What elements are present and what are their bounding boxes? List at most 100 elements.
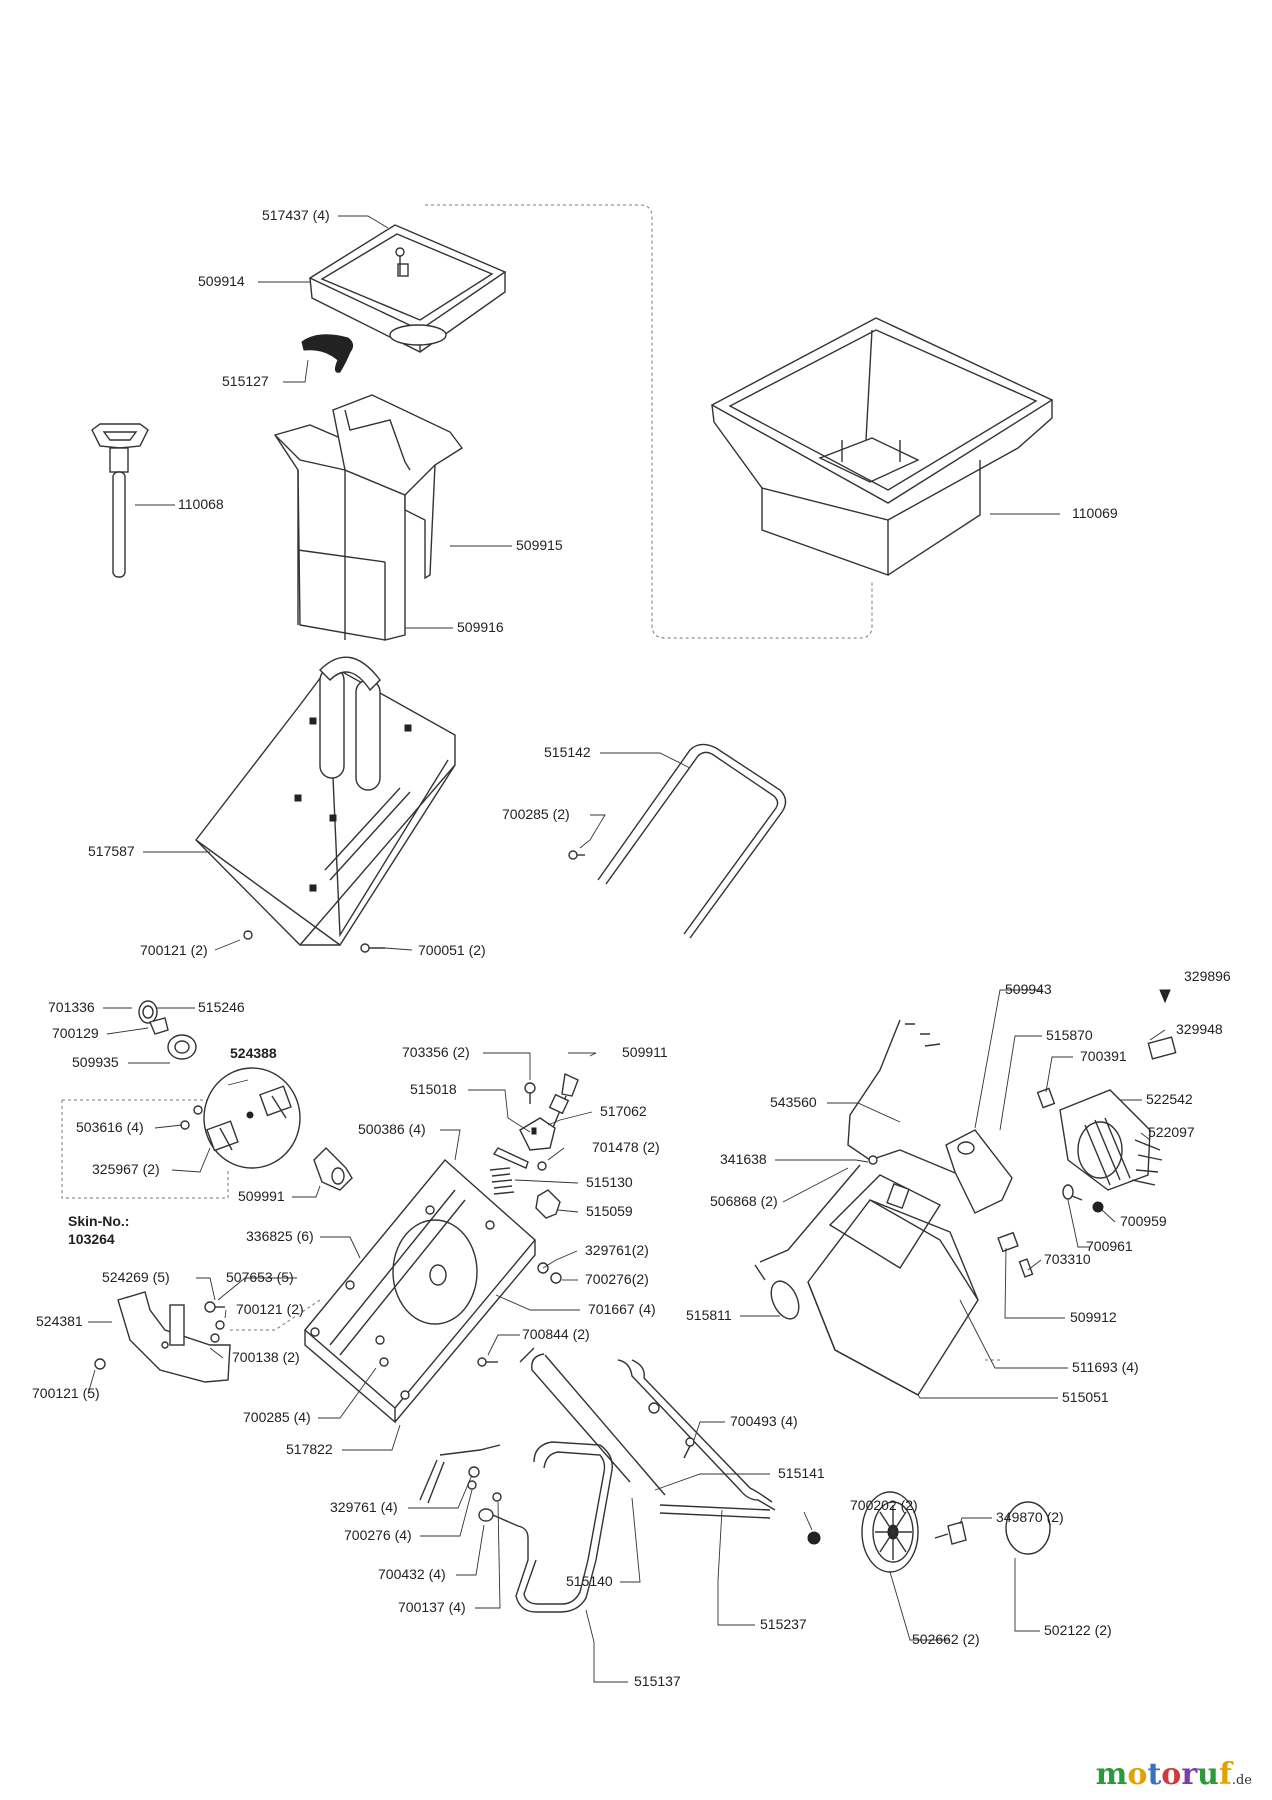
part-switch-509943	[945, 1129, 1013, 1214]
label-503616: 503616 (4)	[76, 1119, 144, 1135]
part-clip-515059	[535, 1189, 561, 1219]
label-515870: 515870	[1046, 1027, 1093, 1043]
label-509912: 509912	[1070, 1309, 1117, 1325]
label-515246: 515246	[198, 999, 245, 1015]
label-509991: 509991	[238, 1188, 285, 1204]
label-skin-no: Skin-No.:	[68, 1213, 129, 1229]
brand-letter: f	[1218, 1757, 1232, 1792]
label-502122: 502122 (2)	[1044, 1622, 1112, 1638]
label-701667: 701667 (4)	[588, 1301, 656, 1317]
label-511693: 511693 (4)	[1072, 1359, 1139, 1375]
part-nut-700121	[243, 930, 253, 940]
label-700493: 700493 (4)	[730, 1413, 798, 1429]
part-washer-700129	[149, 1017, 169, 1035]
part-clip-509912	[997, 1231, 1019, 1253]
part-knob-509935	[167, 1034, 197, 1060]
label-110068: 110068	[178, 496, 224, 512]
part-nut-700121c	[94, 1358, 106, 1370]
brand-letter: o	[1161, 1757, 1182, 1792]
label-522097: 522097	[1148, 1124, 1195, 1140]
label-515141: 515141	[778, 1465, 825, 1481]
label-336825: 336825 (6)	[246, 1228, 314, 1244]
brand-logo[interactable]: motoruf.de	[1096, 1757, 1252, 1792]
label-509943: 509943	[1005, 981, 1052, 997]
label-700432: 700432 (4)	[378, 1566, 446, 1582]
part-screw-329896	[1159, 989, 1171, 1004]
label-700285b: 700285 (4)	[243, 1409, 311, 1425]
part-leg-515141	[617, 1359, 776, 1511]
part-knob-509991	[313, 1147, 353, 1191]
label-700276b: 700276 (4)	[344, 1527, 412, 1543]
part-funnel-509914	[308, 224, 507, 353]
label-524388: 524388	[230, 1045, 277, 1061]
label-524269: 524269 (5)	[102, 1269, 170, 1285]
label-515137: 515137	[634, 1673, 681, 1689]
part-cap-502122	[1005, 1501, 1051, 1555]
label-509935: 509935	[72, 1054, 119, 1070]
label-700051: 700051 (2)	[418, 942, 486, 958]
label-515127: 515127	[222, 373, 269, 389]
label-700121b: 700121 (2)	[236, 1301, 304, 1317]
label-517587: 517587	[88, 843, 135, 859]
part-fan-522097	[1131, 1139, 1163, 1186]
label-502662: 502662 (2)	[912, 1631, 980, 1647]
part-nut-701478	[537, 1161, 547, 1171]
group-outline-hopper	[425, 204, 873, 639]
part-screws-700493	[683, 1437, 695, 1459]
label-skin-value: 103264	[68, 1231, 115, 1247]
group-outline-frame	[230, 1299, 321, 1331]
part-bracket-524381	[117, 1291, 231, 1383]
label-515142: 515142	[544, 744, 591, 760]
part-pin-703310	[1018, 1258, 1034, 1278]
label-515237: 515237	[760, 1616, 807, 1632]
label-515811: 515811	[686, 1307, 732, 1323]
label-700137: 700137 (4)	[398, 1599, 466, 1615]
part-disc-524388	[203, 1067, 301, 1169]
label-543560: 543560	[770, 1094, 817, 1110]
part-plunger-110068	[91, 423, 149, 578]
label-349870: 349870 (2)	[996, 1509, 1064, 1525]
label-329761a: 329761(2)	[585, 1242, 649, 1258]
part-labels: 517437 (4) 509914 515127 110068 509915 5…	[32, 207, 1231, 1689]
part-housing-517587	[195, 656, 456, 946]
part-screws-507653	[204, 1301, 225, 1313]
part-spring-515130	[489, 1167, 515, 1195]
part-leg-515140	[519, 1347, 631, 1483]
part-crossbar-upper	[419, 1444, 501, 1504]
part-screws-700844	[477, 1357, 498, 1367]
label-341638: 341638	[720, 1151, 767, 1167]
part-nut-700959	[1092, 1201, 1104, 1213]
part-capacitor-515811	[770, 1280, 800, 1320]
label-524381: 524381	[36, 1313, 83, 1329]
label-500386: 500386 (4)	[358, 1121, 426, 1137]
brand-letter: u	[1197, 1757, 1219, 1792]
label-515059: 515059	[586, 1203, 633, 1219]
brand-name: motoruf	[1096, 1757, 1232, 1792]
part-hopper-insert-509915	[332, 394, 464, 580]
part-washer-700961	[1062, 1184, 1083, 1201]
leader-lines	[87, 215, 1168, 1683]
brand-suffix: .de	[1231, 1773, 1252, 1788]
label-515051: 515051	[1062, 1389, 1109, 1405]
brand-letter: m	[1095, 1757, 1128, 1792]
label-515140: 515140	[566, 1573, 613, 1589]
part-nut-700202	[807, 1531, 821, 1545]
label-700138: 700138 (2)	[232, 1349, 300, 1365]
part-screw-341638	[868, 1155, 878, 1165]
part-nut-700121b	[215, 1320, 225, 1330]
label-700844: 700844 (2)	[522, 1326, 590, 1342]
part-screws-503616	[180, 1105, 203, 1130]
part-box-515051	[807, 1174, 979, 1396]
part-rubber-515127	[301, 334, 354, 373]
part-wheel-502662	[861, 1491, 919, 1573]
label-700129: 700129	[52, 1025, 99, 1041]
part-handle-515142	[597, 743, 787, 939]
label-700121a: 700121 (2)	[140, 942, 208, 958]
label-700959: 700959	[1120, 1213, 1167, 1229]
label-700391: 700391	[1080, 1048, 1127, 1064]
part-blade-515018	[492, 1147, 529, 1169]
part-caps-700432	[478, 1508, 494, 1522]
label-522542: 522542	[1146, 1091, 1193, 1107]
part-screw-700285	[568, 850, 585, 860]
